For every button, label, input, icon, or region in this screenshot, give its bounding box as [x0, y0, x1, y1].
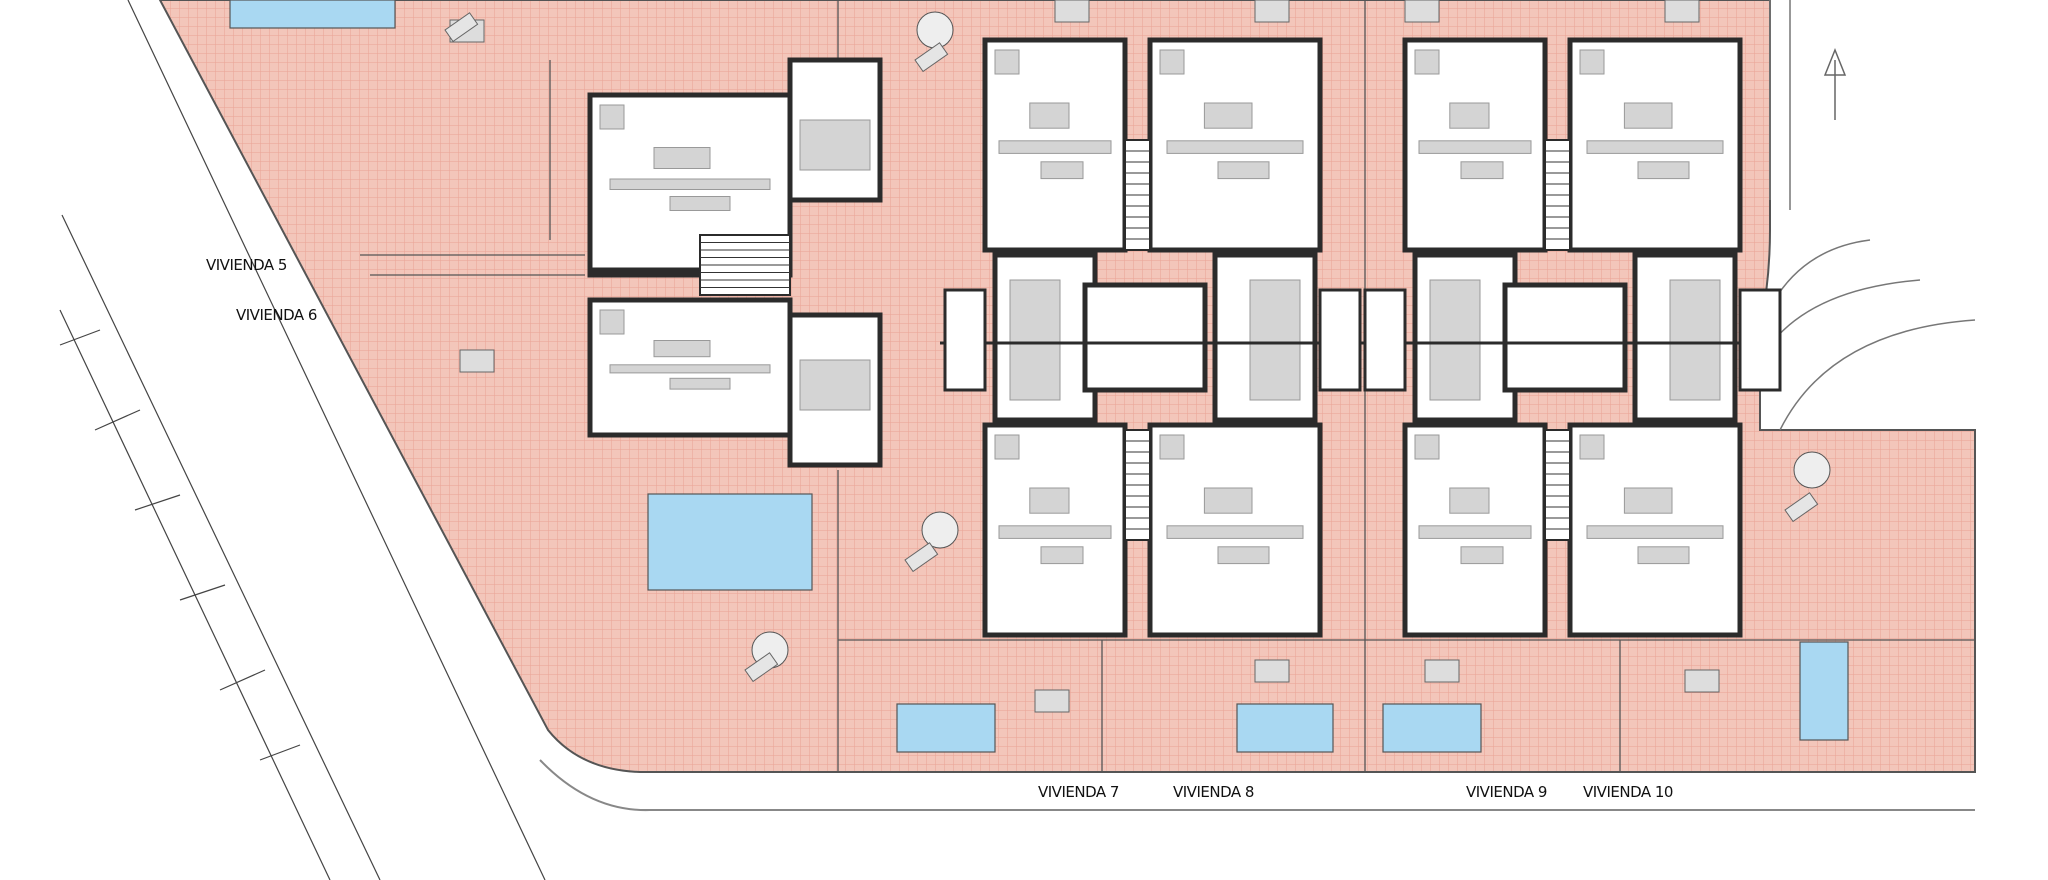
- pool: [229, 0, 396, 29]
- road-curb: [1759, 0, 1976, 431]
- outdoor-table: [1254, 659, 1290, 683]
- buildings: [587, 37, 1782, 638]
- furniture: [669, 377, 731, 390]
- furniture: [998, 525, 1112, 539]
- furniture: [1159, 434, 1185, 460]
- spiral-stair: [916, 11, 954, 49]
- furniture: [1586, 525, 1724, 539]
- furniture: [1166, 140, 1304, 154]
- sun-lounger: [904, 542, 939, 573]
- outdoor-table: [1404, 0, 1440, 23]
- furniture: [1166, 525, 1304, 539]
- porch: [1738, 288, 1782, 392]
- furniture: [799, 119, 871, 171]
- furniture: [1586, 140, 1724, 154]
- sun-lounger: [444, 12, 479, 43]
- pool: [1236, 703, 1334, 753]
- furniture: [1040, 546, 1084, 565]
- furniture: [1418, 140, 1532, 154]
- furniture: [1029, 487, 1070, 514]
- furniture: [1623, 487, 1673, 514]
- street-curve: [539, 759, 651, 812]
- label-vivienda-10: VIVIENDA 10: [1583, 783, 1673, 801]
- pool: [1382, 703, 1482, 753]
- furniture: [609, 178, 771, 190]
- porch: [943, 288, 987, 392]
- furniture: [1203, 102, 1253, 129]
- furniture: [653, 340, 711, 358]
- furniture: [1579, 49, 1605, 75]
- furniture: [1637, 546, 1690, 565]
- outdoor-table: [1664, 0, 1700, 23]
- sun-lounger: [744, 652, 779, 683]
- furniture: [1429, 279, 1481, 401]
- furniture: [799, 359, 871, 411]
- furniture: [609, 364, 771, 374]
- pool: [896, 703, 996, 753]
- sun-lounger: [914, 42, 949, 73]
- spiral-stair: [1793, 451, 1831, 489]
- furniture: [1449, 487, 1490, 514]
- porch: [1318, 288, 1362, 392]
- furniture: [599, 104, 625, 130]
- furniture: [1669, 279, 1721, 401]
- furniture: [1460, 161, 1504, 180]
- furniture: [1203, 487, 1253, 514]
- furniture: [998, 140, 1112, 154]
- room: [1082, 282, 1208, 393]
- furniture: [1414, 49, 1440, 75]
- furniture: [1249, 279, 1301, 401]
- label-vivienda-9: VIVIENDA 9: [1466, 783, 1547, 801]
- outdoor-table: [1684, 669, 1720, 693]
- furniture: [1637, 161, 1690, 180]
- furniture: [1217, 546, 1270, 565]
- furniture: [1159, 49, 1185, 75]
- furniture: [994, 49, 1020, 75]
- furniture: [1029, 102, 1070, 129]
- label-vivienda-7: VIVIENDA 7: [1038, 783, 1119, 801]
- outdoor-furniture: [444, 0, 1831, 713]
- room: [1502, 282, 1628, 393]
- label-vivienda-8: VIVIENDA 8: [1173, 783, 1254, 801]
- furniture: [669, 196, 731, 211]
- outdoor-table: [1034, 689, 1070, 713]
- outdoor-table: [459, 349, 495, 373]
- furniture: [1460, 546, 1504, 565]
- label-vivienda-6: VIVIENDA 6: [236, 306, 317, 324]
- porch: [1363, 288, 1407, 392]
- outdoor-table: [1254, 0, 1290, 23]
- furniture: [653, 147, 711, 169]
- furniture: [1217, 161, 1270, 180]
- spiral-stair: [921, 511, 959, 549]
- left-road-lines: [59, 0, 546, 880]
- label-vivienda-5: VIVIENDA 5: [206, 256, 287, 274]
- road-arrow-icon: [1823, 47, 1847, 120]
- furniture: [1579, 434, 1605, 460]
- sun-lounger: [1784, 492, 1819, 523]
- furniture: [1623, 102, 1673, 129]
- outdoor-table: [1054, 0, 1090, 23]
- furniture: [1414, 434, 1440, 460]
- furniture: [1040, 161, 1084, 180]
- furniture: [994, 434, 1020, 460]
- pool: [647, 493, 813, 591]
- pools: [229, 0, 1849, 753]
- furniture: [599, 309, 625, 335]
- furniture: [1449, 102, 1490, 129]
- furniture: [1418, 525, 1532, 539]
- outdoor-table: [1424, 659, 1460, 683]
- furniture: [1009, 279, 1061, 401]
- pool: [1799, 641, 1849, 741]
